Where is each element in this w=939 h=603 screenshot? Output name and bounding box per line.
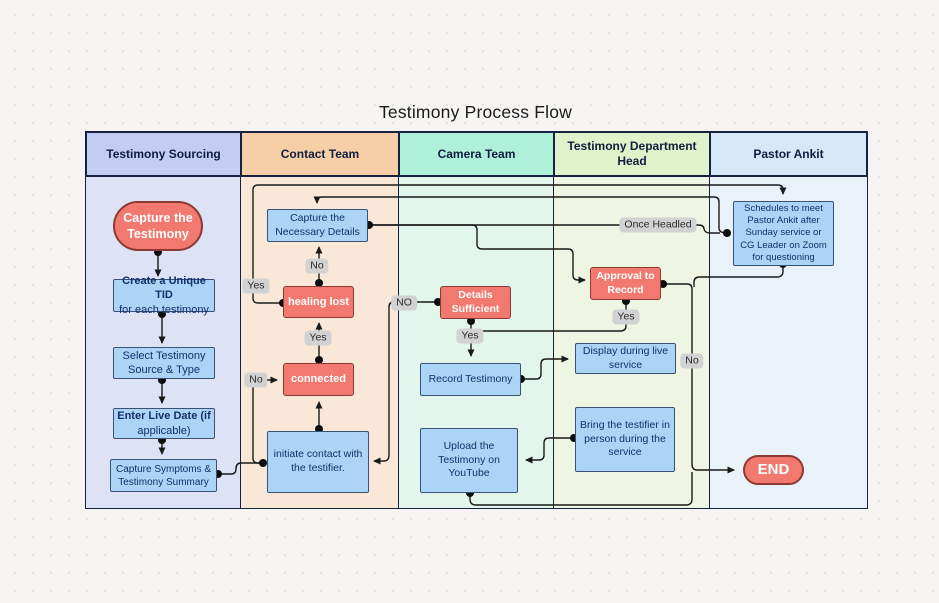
- node-healing-lost[interactable]: healing lost: [283, 286, 354, 318]
- lane-header-testimony-sourcing: Testimony Sourcing: [85, 131, 242, 177]
- node-line: connected: [290, 373, 346, 386]
- diagram-title: Testimony Process Flow: [378, 102, 573, 122]
- node-record-testimony[interactable]: Record Testimony: [420, 363, 521, 396]
- node-line: Capture Symptoms &: [115, 463, 212, 475]
- node-connected[interactable]: connected: [283, 363, 354, 396]
- node-line: Enter Live Date (if: [117, 410, 211, 423]
- label-no-healing[interactable]: No: [305, 258, 329, 274]
- node-line: Details: [458, 288, 493, 301]
- node-line: Capture the: [290, 211, 345, 224]
- node-line: for each testimony: [119, 303, 209, 316]
- label-no-approval[interactable]: No: [680, 353, 704, 369]
- node-line: Bring the testifier in: [580, 419, 670, 432]
- node-line: service: [608, 446, 642, 459]
- label-yes-details[interactable]: Yes: [456, 328, 484, 344]
- node-line: Sufficient: [451, 302, 500, 315]
- node-line: Display during live: [582, 344, 669, 357]
- label-yes-connected[interactable]: Yes: [304, 330, 332, 346]
- node-line: Schedules to meet: [744, 202, 823, 214]
- node-line: the testifier.: [291, 462, 345, 474]
- node-line: applicable): [137, 424, 191, 437]
- node-line: Testimony Summary: [118, 476, 209, 488]
- node-line: Testimony on: [438, 453, 500, 466]
- node-line: for questioning: [752, 252, 815, 264]
- node-line: Upload the: [443, 440, 495, 453]
- label-once-headled[interactable]: Once Headled: [619, 217, 697, 233]
- label-no-connected[interactable]: No: [244, 372, 268, 388]
- node-line: Pastor Ankit after: [747, 214, 820, 226]
- node-line: Create a Unique TID: [122, 275, 206, 302]
- node-line: initiate contact with: [273, 448, 363, 461]
- node-line: Select Testimony: [122, 349, 206, 362]
- lane-header-contact-team: Contact Team: [240, 131, 400, 177]
- node-line: YouTube: [448, 467, 490, 480]
- label-yes-approval[interactable]: Yes: [612, 309, 640, 325]
- node-line: Approval to: [596, 269, 655, 282]
- node-line: Sunday service or: [745, 227, 822, 239]
- lane-header-camera-team: Camera Team: [398, 131, 555, 177]
- lane-header-pastor-ankit: Pastor Ankit: [709, 131, 868, 177]
- node-line: CG Leader on Zoom: [740, 239, 827, 251]
- node-line: Source & Type: [128, 364, 200, 376]
- label-no-details[interactable]: NO: [391, 295, 417, 311]
- node-line: person during the: [584, 432, 666, 445]
- lane-header-testimony-department-head: Testimony Department Head: [553, 131, 711, 177]
- node-line: END: [757, 461, 790, 479]
- node-end[interactable]: END: [743, 455, 804, 485]
- node-line: Testimony: [127, 227, 189, 241]
- node-line: Record: [607, 283, 644, 296]
- node-line: healing lost: [287, 295, 350, 308]
- node-line: Record Testimony: [428, 372, 513, 385]
- node-capture-symptoms-summary[interactable]: Capture Symptoms &Testimony Summary: [110, 459, 217, 492]
- node-line: Necessary Details: [275, 225, 360, 238]
- node-line: service: [608, 358, 643, 371]
- label-yes-healing-out[interactable]: Yes: [242, 278, 270, 294]
- node-line: Capture the: [123, 210, 193, 225]
